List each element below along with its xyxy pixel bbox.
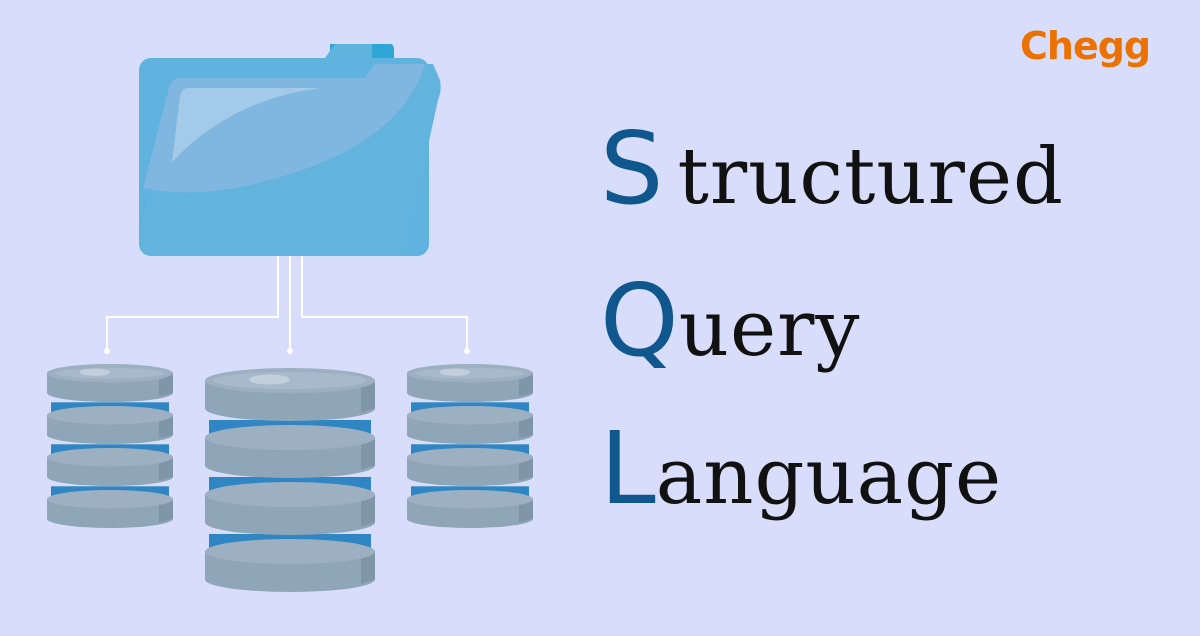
title-initial: L [600,410,656,527]
connector-lines [106,255,468,350]
title-initial: Q [600,262,679,379]
title-rest: uery [678,284,861,374]
title-rest: anguage [655,432,1003,522]
database-icon [47,364,173,528]
title-initial: S [600,110,664,227]
chegg-logo[interactable]: Chegg [1020,24,1151,68]
database-icon [407,364,533,528]
database-icon [205,368,375,592]
folder-icon [139,44,441,256]
title-line-language: Language [600,410,1002,527]
title-rest: tructured [677,132,1064,222]
title-line-query: Query [600,262,860,379]
